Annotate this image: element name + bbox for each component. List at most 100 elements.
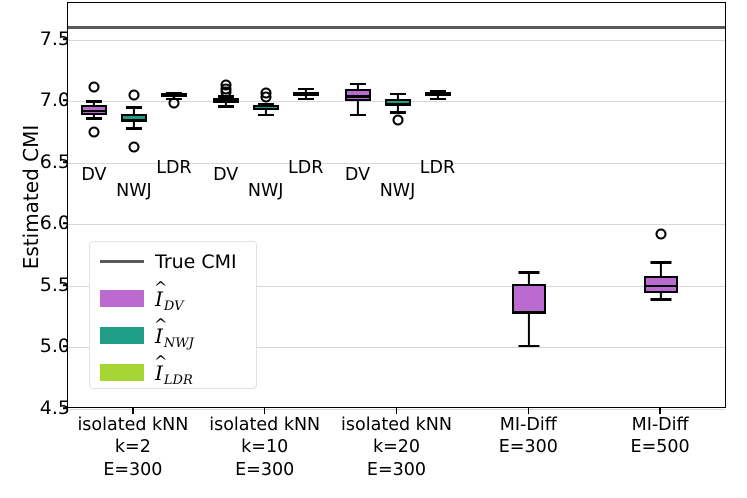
cap-lower — [429, 97, 446, 101]
whisker-upper — [660, 261, 663, 277]
y-axis-tick-label: 4.5 — [39, 397, 70, 419]
box-iqr — [80, 105, 107, 115]
x-axis-tick-mark — [132, 408, 134, 414]
whisker-lower — [436, 95, 439, 98]
x-axis-tick-label-line: isolated kNN — [77, 415, 189, 435]
method-label-nwj: NWJ — [247, 181, 284, 201]
median-line — [344, 95, 371, 98]
y-axis-tick-mark — [63, 284, 68, 286]
x-axis-tick-label-line: E=300 — [366, 459, 427, 480]
median-line — [120, 118, 147, 122]
cap-upper — [429, 90, 446, 93]
outlier-marker — [88, 126, 100, 138]
legend-color-swatch — [100, 364, 144, 381]
x-axis-tick-label-line: E=300 — [235, 459, 295, 480]
x-axis-tick-label-line: isolated kNN — [341, 415, 452, 435]
x-axis-tick-mark — [659, 408, 661, 414]
whisker-lower — [132, 122, 135, 128]
method-label-dv: DV — [81, 165, 107, 185]
y-axis-tick-mark — [63, 222, 68, 225]
grid-line — [68, 347, 725, 349]
method-label-dv: DV — [344, 165, 371, 185]
cap-lower — [297, 97, 314, 101]
outlier-marker — [128, 141, 140, 153]
grid-line — [68, 162, 725, 164]
whisker-lower — [356, 101, 359, 114]
y-axis-tick-label: 6.5 — [39, 150, 70, 173]
y-axis-tick-label: 5.0 — [39, 335, 70, 358]
method-label-ldr: LDR — [156, 158, 192, 178]
median-line — [292, 92, 319, 96]
method-label-ldr: LDR — [287, 158, 324, 178]
x-axis-tick-mark — [263, 408, 266, 414]
cap-lower — [257, 113, 274, 117]
x-axis-tick-label-line: k=10 — [241, 437, 289, 458]
median-line — [80, 110, 107, 113]
x-axis-tick-label-line: E=300 — [498, 437, 558, 458]
x-axis-tick-label-line: k=2 — [114, 437, 151, 458]
median-line — [424, 94, 451, 97]
outlier-marker — [128, 89, 140, 101]
y-axis-tick-mark — [63, 345, 68, 348]
whisker-lower — [172, 96, 175, 98]
x-axis-tick-mark — [395, 408, 398, 414]
box-iqr — [512, 283, 547, 315]
outlier-marker — [88, 81, 100, 93]
cap-upper — [297, 87, 314, 91]
median-line — [212, 100, 239, 103]
x-axis-tick-mark — [527, 408, 530, 414]
y-axis-tick-label: 5.5 — [39, 273, 70, 296]
whisker-upper — [92, 100, 95, 106]
method-label-dv: DV — [213, 165, 239, 185]
grid-line — [68, 224, 725, 226]
whisker-lower — [304, 95, 307, 98]
x-axis-tick-label-line: MI-Diff — [631, 415, 689, 435]
grid-line — [68, 285, 725, 287]
grid-line — [68, 39, 725, 41]
whisker-upper — [396, 92, 399, 99]
outlier-marker — [260, 91, 272, 102]
true-cmi-reference-line — [68, 26, 725, 29]
cap-upper — [125, 106, 142, 109]
legend-label: I^LDR — [154, 351, 193, 388]
box-iqr — [344, 89, 371, 102]
median-line — [384, 102, 411, 106]
cap-lower — [125, 127, 142, 130]
method-label-ldr: LDR — [419, 158, 456, 178]
whisker-lower — [660, 293, 663, 299]
method-label-nwj: NWJ — [379, 181, 416, 201]
legend-line-swatch — [100, 260, 144, 263]
legend-item-true-cmi: True CMI — [90, 243, 256, 280]
legend-item-dv: I^DV — [90, 278, 256, 317]
cap-upper — [349, 82, 366, 86]
cap-lower — [389, 111, 406, 114]
whisker-lower — [264, 110, 267, 114]
method-label-nwj: NWJ — [116, 181, 152, 201]
cap-upper — [389, 92, 406, 96]
cap-upper — [85, 100, 102, 103]
legend-label: True CMI — [155, 250, 237, 273]
box-iqr — [120, 113, 147, 123]
cap-upper — [650, 261, 672, 264]
whisker-lower — [528, 314, 531, 346]
whisker-upper — [528, 271, 531, 284]
cap-lower — [349, 113, 366, 117]
legend-color-swatch — [100, 290, 144, 307]
outlier-marker — [220, 86, 232, 98]
whisker-lower — [92, 114, 95, 118]
y-axis-tick-label: 6.0 — [39, 212, 70, 235]
median-line — [252, 107, 279, 110]
cap-lower — [217, 105, 234, 108]
legend-label: I^NWJ — [154, 314, 194, 351]
whisker-upper — [356, 82, 359, 90]
median-line — [644, 284, 679, 288]
x-axis-tick-label-line: E=300 — [103, 459, 163, 480]
whisker-upper — [132, 106, 135, 114]
